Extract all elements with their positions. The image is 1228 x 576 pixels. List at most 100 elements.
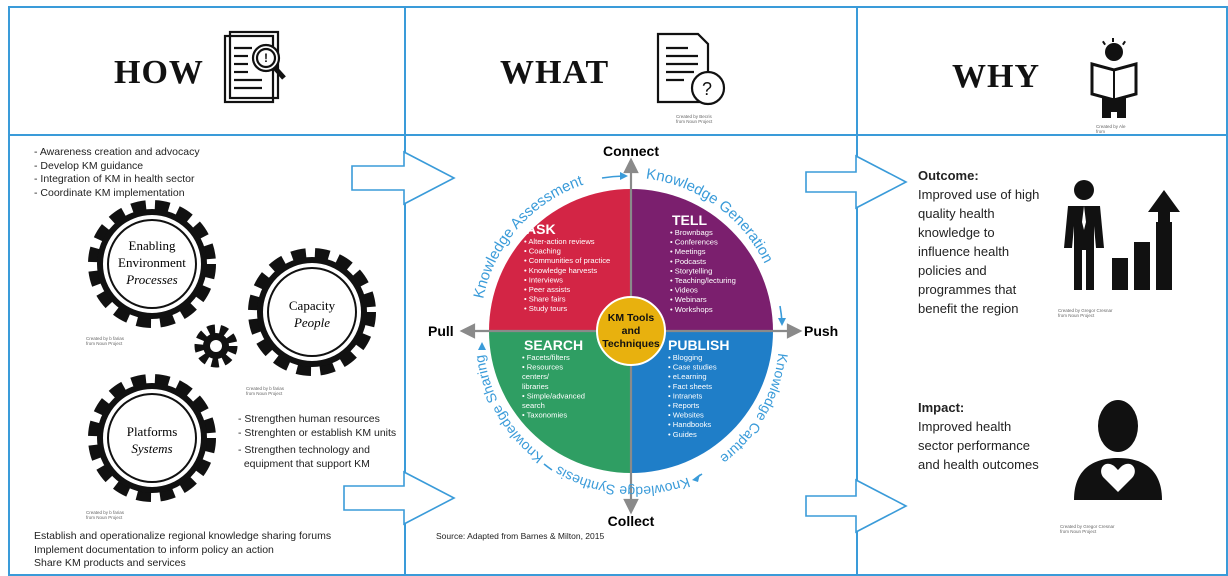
impact-heading: Impact: xyxy=(918,400,965,415)
publish-list-item: • Intranets xyxy=(668,391,703,400)
ask-quadrant xyxy=(489,189,631,331)
businessman-growth-icon xyxy=(1064,180,1180,290)
how-bottom-list: Establish and operationalize regional kn… xyxy=(34,530,331,571)
tell-list: • Brownbags• Conferences• Meetings• Podc… xyxy=(670,228,736,314)
tell-quadrant xyxy=(631,189,773,331)
outcome-line: quality health xyxy=(918,206,995,221)
outcome-line: knowledge to xyxy=(918,225,995,240)
ask-list-item: • Interviews xyxy=(524,275,563,284)
arrow-how-to-what-bottom xyxy=(343,470,456,526)
platforms-credit: Created by b farias from Noun Project xyxy=(86,510,125,520)
center-circle xyxy=(596,296,666,366)
impact-block: Impact: Improved health sector performan… xyxy=(918,398,1039,474)
impact-icon-credit: Created by Gregor Cresnar from Noun Proj… xyxy=(1060,524,1115,534)
enabling-gear-title-1: Enabling xyxy=(129,238,176,253)
outcome-line: policies and xyxy=(918,263,987,278)
arrow-what-to-why-bottom xyxy=(805,478,908,534)
search-list-item: libraries xyxy=(522,382,549,391)
how-top-list: - Awareness creation and advocacy - Deve… xyxy=(34,146,200,200)
capacity-gear-title: Capacity xyxy=(289,298,336,313)
search-quadrant xyxy=(489,331,631,473)
how-right-list: - Strengthen human resources - Strenghte… xyxy=(238,412,396,471)
publish-list-item: • Case studies xyxy=(668,363,717,372)
gears-diagram: Enabling Environment Processes Capacity … xyxy=(80,196,380,516)
axis-label-connect: Connect xyxy=(603,143,659,159)
ask-list-item: • Share fairs xyxy=(524,295,566,304)
publish-list-item: • Fact sheets xyxy=(668,382,712,391)
axis-label-pull: Pull xyxy=(428,323,454,339)
list-item: Implement documentation to inform policy… xyxy=(34,543,274,556)
capacity-credit: Created by b farias from Noun Project xyxy=(246,386,285,396)
tell-list-item: • Meetings xyxy=(670,247,706,256)
axis-label-collect: Collect xyxy=(608,513,655,529)
tell-list-item: • Conferences xyxy=(670,238,718,247)
publish-list: • Blogging• Case studies• eLearning• Fac… xyxy=(668,353,717,439)
document-question-icon: ? xyxy=(656,32,726,106)
list-item: - Strengthen human resources xyxy=(238,413,380,425)
center-label-1: KM Tools xyxy=(608,312,655,324)
tell-list-item: • Brownbags xyxy=(670,228,713,237)
search-list-item: centers/ xyxy=(522,372,550,381)
publish-list-item: • Websites xyxy=(668,411,704,420)
arrow-what-to-why-top xyxy=(805,154,908,210)
enabling-gear-title-2: Environment xyxy=(118,255,186,270)
why-icon-credit: Created by Ale from xyxy=(1096,124,1126,134)
axis-label-push: Push xyxy=(804,323,838,339)
book-search-icon: ! xyxy=(223,30,286,104)
outcome-line: Improved use of high xyxy=(918,187,1040,202)
what-header-panel xyxy=(404,6,858,136)
small-gear-icon xyxy=(194,324,238,368)
person-reading-icon xyxy=(1090,38,1138,118)
list-item: equipment that support KM xyxy=(238,458,370,470)
ask-list: • Alter-action reviews• Coaching• Commun… xyxy=(524,237,610,313)
list-item: Share KM products and services xyxy=(34,557,186,569)
publish-quadrant xyxy=(631,331,773,473)
ask-title: ASK xyxy=(526,221,556,237)
km-tools-diagram: KM Tools and Techniques Connect Collect … xyxy=(428,143,838,541)
publish-list-item: • Reports xyxy=(668,401,700,410)
outcome-block: Outcome: Improved use of high quality he… xyxy=(918,166,1039,318)
tell-list-item: • Webinars xyxy=(670,295,707,304)
impact-line: Improved health xyxy=(918,419,1012,434)
arrow-how-to-what-top xyxy=(351,150,456,206)
platforms-gear-title: Platforms xyxy=(127,424,178,439)
publish-list-item: • eLearning xyxy=(668,372,707,381)
list-item: - Develop KM guidance xyxy=(34,159,144,172)
publish-list-item: • Handbooks xyxy=(668,420,711,429)
how-title: HOW xyxy=(114,54,204,91)
publish-list-item: • Blogging xyxy=(668,353,702,362)
outcome-line: benefit the region xyxy=(918,301,1019,316)
tell-list-item: • Teaching/lecturing xyxy=(670,276,736,285)
tell-list-item: • Workshops xyxy=(670,305,713,314)
ask-list-item: • Alter-action reviews xyxy=(524,237,595,246)
how-header-panel xyxy=(8,6,406,136)
publish-title: PUBLISH xyxy=(668,337,729,353)
search-list-item: search xyxy=(522,401,545,410)
ask-list-item: • Communities of practice xyxy=(524,256,610,265)
search-list-item: • Facets/filters xyxy=(522,353,570,362)
search-list-item: • Taxonomies xyxy=(522,411,567,420)
svg-text:?: ? xyxy=(702,79,712,99)
ask-list-item: • Coaching xyxy=(524,247,561,256)
platforms-gear-sub: Systems xyxy=(131,441,172,456)
impact-line: sector performance xyxy=(918,438,1030,453)
center-label-3: Techniques xyxy=(602,338,660,350)
list-item: - Coordinate KM implementation xyxy=(34,186,185,199)
ask-list-item: • Knowledge harvests xyxy=(524,266,597,275)
search-list-item: • Simple/advanced xyxy=(522,391,585,400)
why-title: WHY xyxy=(952,58,1040,95)
enabling-gear-sub: Processes xyxy=(125,272,178,287)
list-item: - Awareness creation and advocacy xyxy=(34,146,200,158)
book-credit: Created by b farias from Noun Project xyxy=(86,336,125,346)
outcome-line: influence health xyxy=(918,244,1010,259)
capacity-gear-sub: People xyxy=(293,315,330,330)
outcome-line: programmes that xyxy=(918,282,1017,297)
list-item: - Integration of KM in health sector xyxy=(34,173,195,185)
search-list: • Facets/filters• Resources centers/ lib… xyxy=(522,353,585,420)
tell-list-item: • Podcasts xyxy=(670,257,706,266)
what-title: WHAT xyxy=(500,54,610,91)
list-item: - Strengthen technology and xyxy=(238,444,370,456)
tell-list-item: • Storytelling xyxy=(670,266,712,275)
ask-list-item: • Study tours xyxy=(524,304,567,313)
